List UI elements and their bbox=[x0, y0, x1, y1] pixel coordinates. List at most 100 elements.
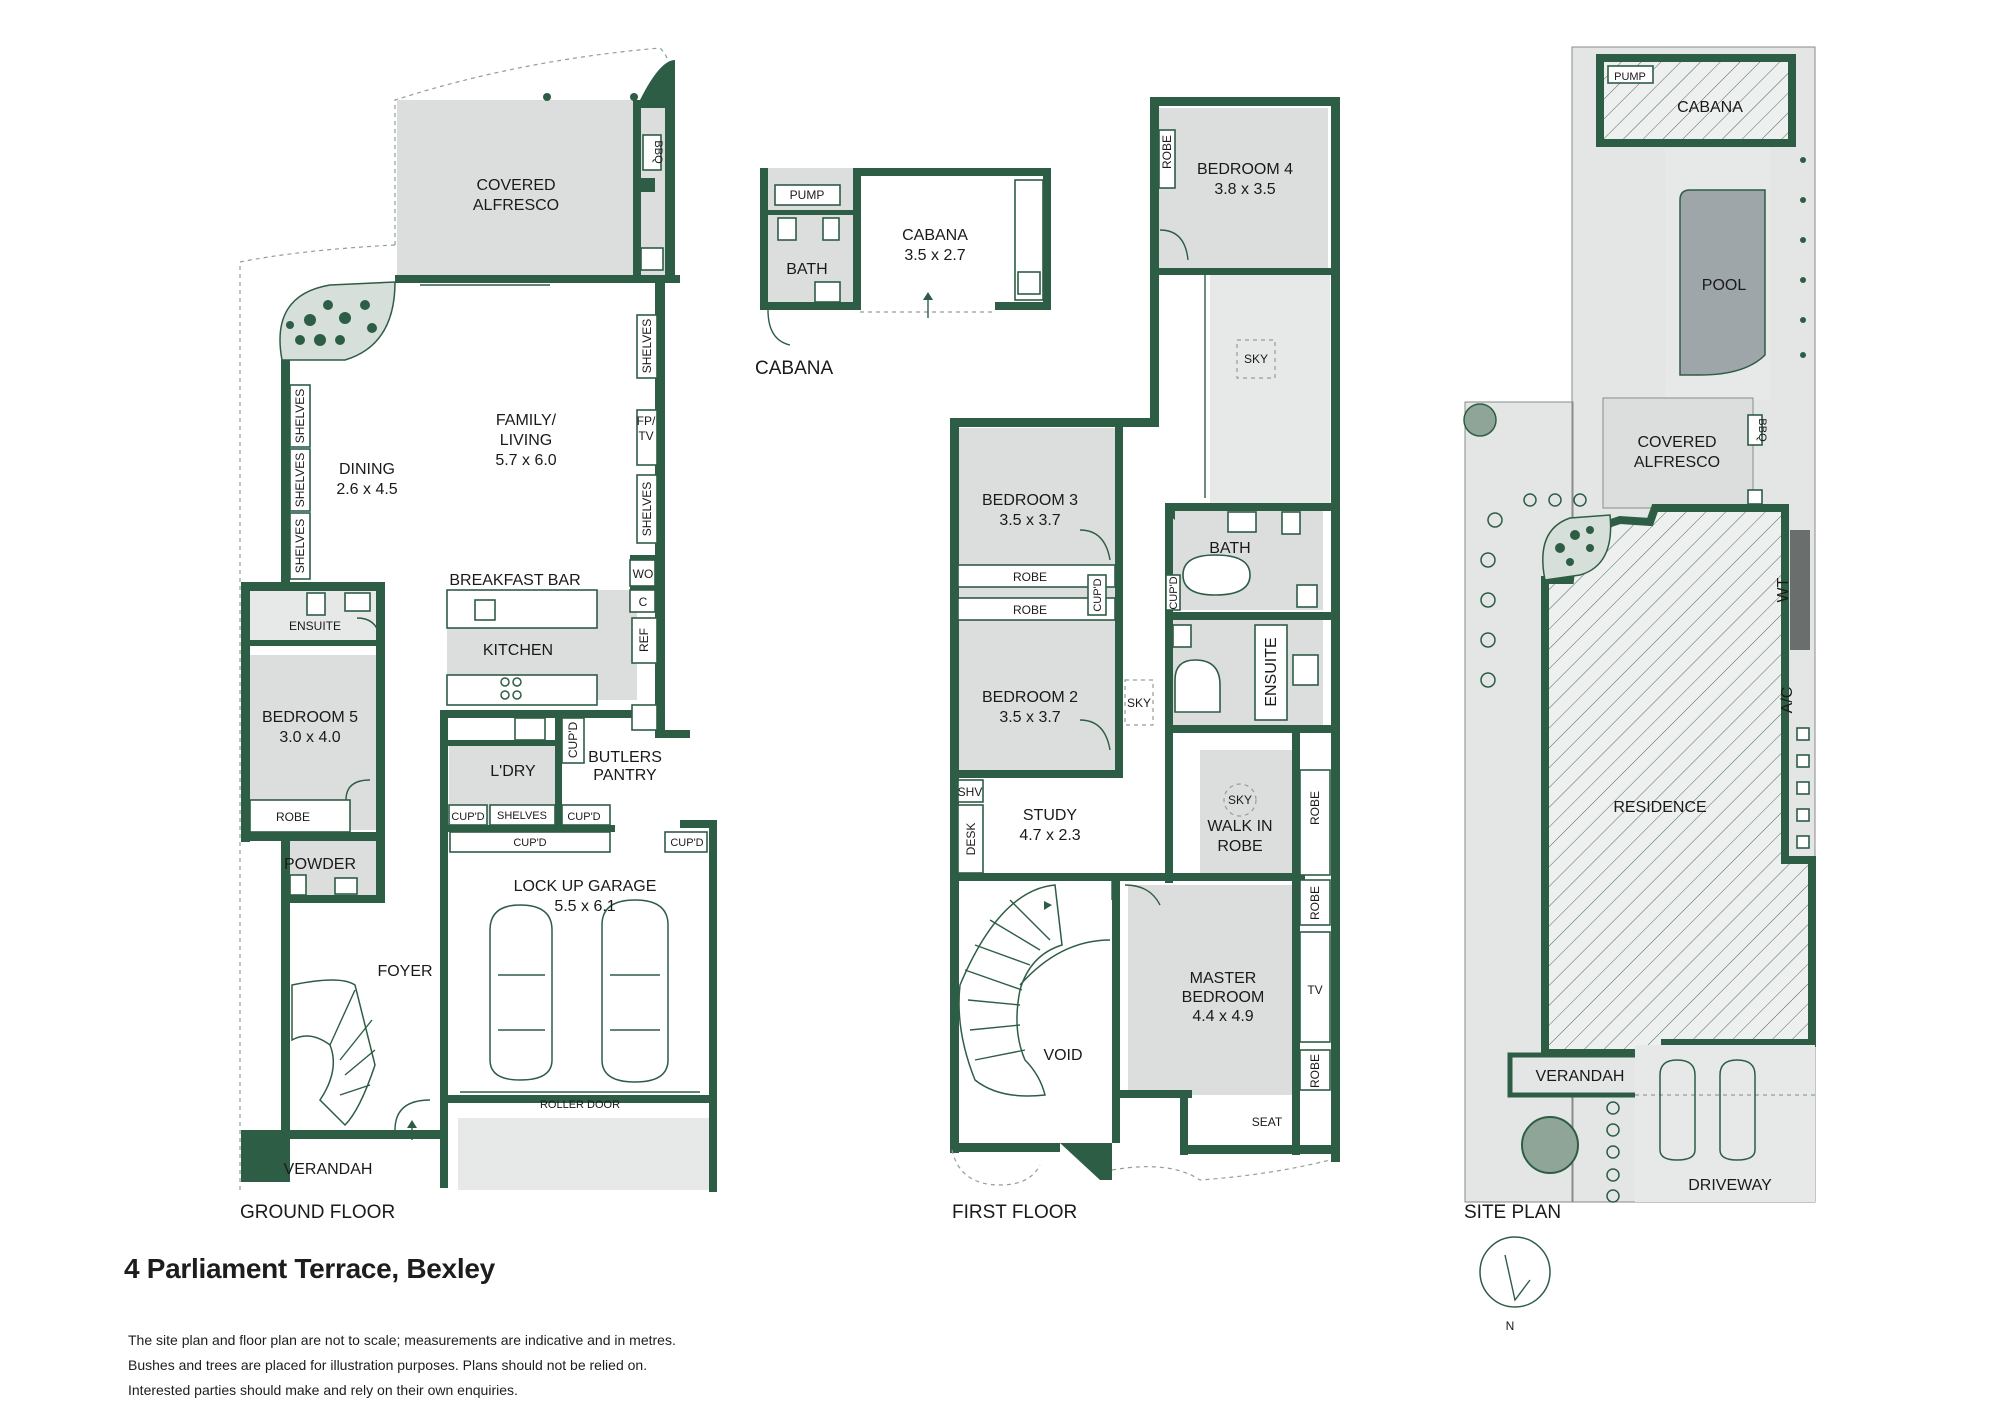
ensuite-label: ENSUITE bbox=[1263, 637, 1280, 706]
ff-west-wall bbox=[950, 418, 959, 1153]
shelves-dining-3 bbox=[289, 512, 311, 580]
shelves-label: SHELVES bbox=[293, 453, 307, 507]
first-floor-staircase bbox=[958, 884, 1063, 1097]
butlers-pantry-label: BUTLERS bbox=[588, 749, 662, 766]
robe-label: ROBE bbox=[1160, 135, 1174, 169]
c-label: C bbox=[639, 595, 648, 609]
wo-label: WO bbox=[633, 567, 654, 581]
study-label: STUDY bbox=[1023, 807, 1078, 824]
ensuite-north-wall bbox=[281, 582, 385, 591]
wet-area-west-wall bbox=[1165, 503, 1173, 883]
shelves-living-2 bbox=[636, 474, 658, 544]
family-living-label: FAMILY/ bbox=[496, 412, 557, 429]
master-label-2: BEDROOM bbox=[1182, 989, 1265, 1006]
bedroom5-east-wall bbox=[376, 582, 385, 902]
dining-size: 2.6 x 4.5 bbox=[336, 481, 397, 498]
site-pump bbox=[1607, 65, 1654, 84]
north-arrow bbox=[1504, 1254, 1531, 1302]
entry-arrow-head bbox=[407, 1120, 417, 1128]
cabana-plan: PUMP BATH CABANA 3.5 x 2.7 CABANA bbox=[755, 168, 1051, 379]
robe-label: ROBE bbox=[1308, 1054, 1322, 1088]
fp-tv-unit bbox=[636, 409, 658, 466]
garage-north-wall bbox=[440, 825, 615, 832]
garage-west-wall bbox=[440, 710, 448, 1188]
robe-label: ROBE bbox=[1308, 791, 1322, 825]
bedroom4-door bbox=[1159, 229, 1189, 261]
ensuite-south-wall bbox=[241, 640, 385, 646]
bed-east-wall bbox=[1115, 418, 1123, 778]
driveway-apron bbox=[458, 1118, 710, 1190]
bbq-wall-top bbox=[633, 100, 675, 108]
tree-icon bbox=[1463, 403, 1497, 437]
alfresco-corner bbox=[640, 60, 675, 100]
site-driveway bbox=[1635, 1045, 1815, 1202]
post-icon bbox=[630, 93, 638, 101]
laundry-east-wall bbox=[555, 718, 562, 828]
foyer-west-wall bbox=[281, 832, 290, 1182]
cupd-label: CUP'D bbox=[670, 837, 703, 849]
cabana-toilet bbox=[822, 217, 840, 241]
ff-wall bbox=[1150, 268, 1159, 423]
cabana-door-swing bbox=[767, 309, 791, 346]
site-bbq-label: BBQ bbox=[1756, 418, 1768, 442]
foyer-label: FOYER bbox=[377, 963, 432, 980]
master-label: MASTER bbox=[1190, 970, 1257, 987]
site-pump-label: PUMP bbox=[1614, 71, 1646, 83]
site-plan: N PUMP CABANA POOL COVERED ALFRESCO BBQ … bbox=[1463, 46, 1816, 1333]
powder-south-wall bbox=[281, 895, 385, 903]
shelves-label: SHELVES bbox=[640, 482, 654, 536]
master-size: 4.4 x 4.9 bbox=[1192, 1008, 1253, 1025]
shelves-label: SHELVES bbox=[497, 810, 547, 822]
bedroom3-size: 3.5 x 3.7 bbox=[999, 512, 1060, 529]
bedroom4-robe bbox=[1158, 129, 1176, 189]
robe-label: ROBE bbox=[1013, 570, 1047, 584]
skylight-hall bbox=[1124, 679, 1154, 726]
powder-basin bbox=[334, 877, 358, 895]
property-address: 4 Parliament Terrace, Bexley bbox=[124, 1253, 495, 1284]
shv-box bbox=[957, 779, 984, 803]
cabana-east-wall bbox=[1043, 168, 1051, 310]
alfresco-sink bbox=[640, 247, 664, 271]
cabana-shower bbox=[814, 281, 841, 303]
pool-label: POOL bbox=[1702, 277, 1747, 294]
stair-treads bbox=[964, 899, 1051, 1061]
laundry-north-wall bbox=[448, 740, 558, 746]
bath-south-wall bbox=[1165, 612, 1340, 620]
master-door bbox=[1124, 884, 1161, 906]
wt-label: WT bbox=[1775, 577, 1792, 602]
robe-label: ROBE bbox=[1013, 603, 1047, 617]
ff-east-wall bbox=[1331, 97, 1340, 1162]
cabana-west-wall bbox=[760, 168, 768, 310]
disclaimer-line: The site plan and floor plan are not to … bbox=[128, 1332, 676, 1348]
verandah-north-wall bbox=[241, 1130, 411, 1139]
cupd-label: CUP'D bbox=[513, 837, 546, 849]
ff-wall bbox=[1150, 97, 1340, 106]
cupd-label: CUP'D bbox=[1168, 576, 1180, 609]
cupd-garage bbox=[449, 831, 611, 853]
ff-north-wall bbox=[950, 418, 1159, 427]
pantry-sink bbox=[631, 704, 658, 731]
site-alfresco-label: COVERED bbox=[1637, 434, 1716, 451]
pump-label: PUMP bbox=[790, 188, 825, 202]
seat-wall bbox=[1180, 1090, 1188, 1155]
c-wall bbox=[630, 585, 665, 593]
cabana-pump-wall bbox=[768, 210, 853, 215]
skylight-wir bbox=[1223, 783, 1257, 817]
bedroom3-label: BEDROOM 3 bbox=[982, 492, 1078, 509]
pool bbox=[1679, 189, 1766, 376]
ensuite-north-wall-2 bbox=[241, 582, 291, 591]
bed3-door bbox=[1079, 529, 1111, 561]
bedroom4-label: BEDROOM 4 bbox=[1197, 161, 1293, 178]
garage-east-wall bbox=[709, 820, 717, 1192]
robe-label: ROBE bbox=[276, 810, 310, 824]
bedroom5-size: 3.0 x 4.0 bbox=[279, 729, 340, 746]
site-bbq bbox=[1747, 414, 1763, 446]
stair-arrow bbox=[1044, 901, 1052, 910]
car-icon bbox=[601, 899, 669, 1083]
ground-floor-plan: COVERED ALFRESCO BBQ FAMILY/ LIVING 5.7 … bbox=[239, 47, 717, 1223]
car-icon bbox=[1719, 1059, 1756, 1161]
void-label: VOID bbox=[1043, 1047, 1082, 1064]
shelves-label: SHELVES bbox=[293, 389, 307, 443]
cupd-label: CUP'D bbox=[567, 811, 600, 823]
ff-wall bbox=[1150, 97, 1159, 417]
